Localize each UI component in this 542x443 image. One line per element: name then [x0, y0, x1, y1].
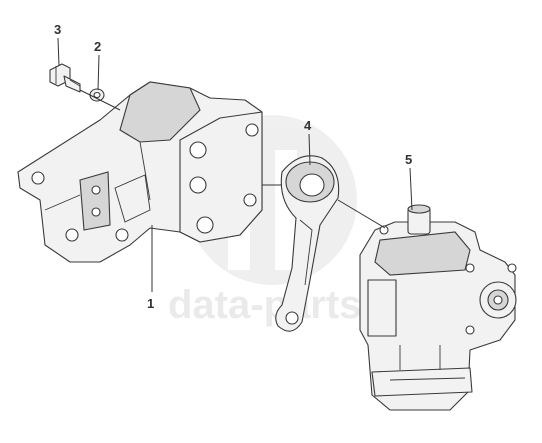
- part-4-pitman-arm: [275, 155, 340, 332]
- callout-2: 2: [94, 39, 101, 91]
- part-3-bolt: [49, 63, 81, 93]
- callout-5: 5: [405, 152, 413, 211]
- callout-1-label: 1: [147, 296, 154, 311]
- part-1-bracket: [17, 81, 263, 263]
- callout-4: 4: [304, 118, 312, 166]
- part-5-steering-gear: [359, 204, 517, 411]
- callout-2-label: 2: [94, 39, 101, 54]
- callout-3: 3: [54, 22, 61, 67]
- watermark-text: data-parts: [168, 283, 361, 327]
- part-2-washer: [89, 88, 105, 102]
- callout-5-label: 5: [405, 152, 412, 167]
- callout-3-label: 3: [54, 22, 61, 37]
- callout-1: 1: [147, 225, 154, 311]
- assembly-axis-lines: [79, 89, 386, 229]
- callout-4-label: 4: [304, 118, 312, 133]
